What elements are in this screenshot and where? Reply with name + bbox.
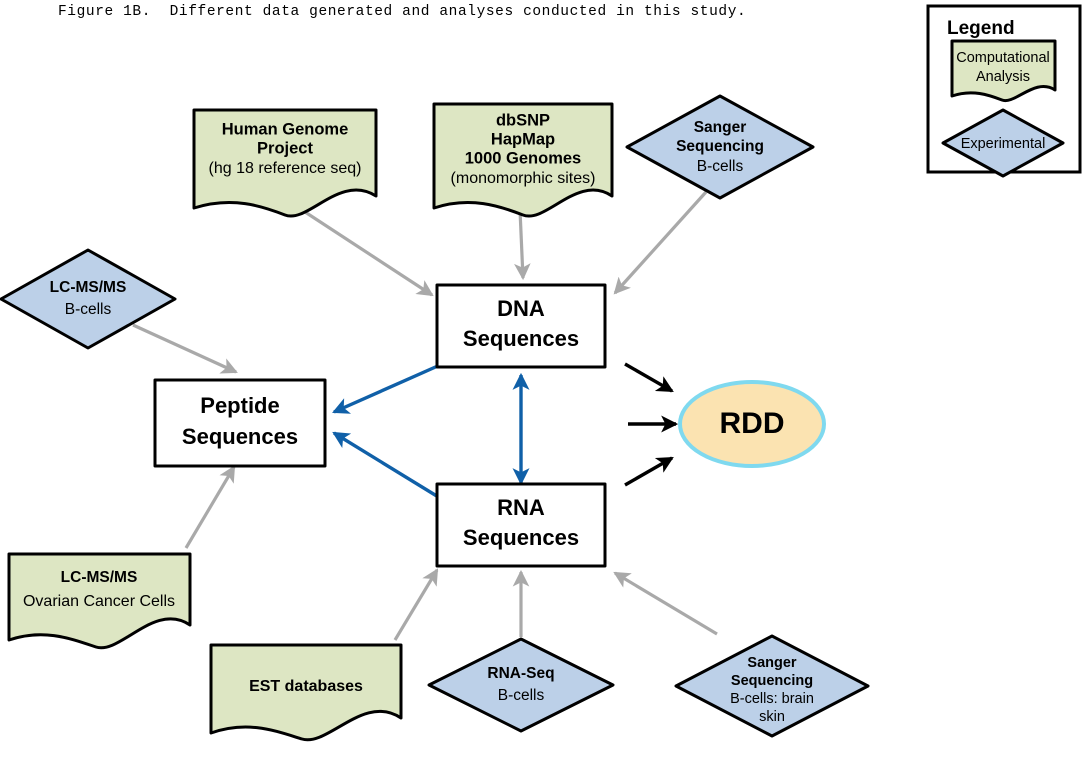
edge-lcmsms-ovarian-to-peptide <box>184 465 236 549</box>
legend: Legend Computational Analysis Experiment… <box>926 4 1082 178</box>
node-sanger-top-line-1: Sequencing <box>676 138 764 155</box>
node-sanger-top-line-0: Sanger <box>694 119 747 136</box>
node-rna-sequences-line-1: Sequences <box>463 525 579 550</box>
node-dbsnp-line-0: dbSNP <box>496 111 550 129</box>
node-peptide-sequences-line-0: Peptide <box>200 393 279 418</box>
edge-rna-to-peptide <box>332 431 441 500</box>
node-sanger-bottom-line-0: Sanger <box>747 655 797 671</box>
node-rna-seq-line-1: B-cells <box>498 687 545 704</box>
node-lcmsms-bcells-line-0: LC-MS/MS <box>50 279 127 296</box>
edge-layer <box>132 190 718 641</box>
edge-human-genome-to-dna <box>301 208 434 297</box>
node-lcmsms-ovarian-line-1: Ovarian Cancer Cells <box>23 593 175 610</box>
legend-item-experimental-label: Experimental <box>961 136 1046 152</box>
node-sanger-top-line-2: B-cells <box>697 158 744 175</box>
node-rna-sequences-line-0: RNA <box>497 495 545 520</box>
node-dna-sequences-line-0: DNA <box>497 296 545 321</box>
edge-dna-to-peptide <box>332 363 441 414</box>
node-lcmsms-bcells[interactable]: LC-MS/MS B-cells <box>0 248 177 350</box>
node-rdd[interactable]: RDD <box>678 380 826 468</box>
edge-est-to-rna <box>393 568 439 641</box>
node-lcmsms-ovarian-line-0: LC-MS/MS <box>61 569 138 586</box>
node-peptide-sequences-line-1: Sequences <box>182 424 298 449</box>
node-rna-sequences[interactable]: RNA Sequences <box>435 482 607 568</box>
node-rna-seq[interactable]: RNA-Seq B-cells <box>427 637 615 733</box>
node-est-databases[interactable]: EST databases <box>209 643 403 742</box>
node-est-databases-line-0: EST databases <box>249 678 363 695</box>
node-dna-sequences-line-1: Sequences <box>463 326 579 351</box>
edge-dna-to-rdd <box>624 362 674 393</box>
edge-sanger-top-to-dna <box>613 190 708 295</box>
legend-item-computational-line-0: Computational <box>956 50 1050 66</box>
node-lcmsms-ovarian[interactable]: LC-MS/MS Ovarian Cancer Cells <box>7 552 192 650</box>
node-sanger-bottom-line-1: Sequencing <box>731 673 813 689</box>
node-human-genome[interactable]: Human Genome Project (hg 18 reference se… <box>192 108 378 218</box>
node-dbsnp-line-1: HapMap <box>491 130 555 148</box>
node-dna-sequences[interactable]: DNA Sequences <box>435 283 607 369</box>
legend-item-computational: Computational Analysis <box>950 39 1057 103</box>
node-sanger-top[interactable]: Sanger Sequencing B-cells <box>625 94 815 200</box>
edge-rna-to-rdd <box>624 456 674 487</box>
figure-caption: Figure 1B. Different data generated and … <box>58 4 747 20</box>
node-sanger-bottom-line-2: B-cells: brain <box>730 691 814 707</box>
node-human-genome-line-2: (hg 18 reference seq) <box>209 160 362 177</box>
legend-item-computational-line-1: Analysis <box>976 69 1030 85</box>
edge-dbsnp-to-dna <box>514 209 531 281</box>
node-human-genome-line-1: Project <box>257 139 313 157</box>
node-dbsnp-line-3: (monomorphic sites) <box>451 170 596 187</box>
legend-title: Legend <box>947 18 1015 39</box>
node-rdd-label: RDD <box>720 407 785 440</box>
node-lcmsms-bcells-line-1: B-cells <box>65 301 112 318</box>
edge-sanger-bottom-to-rna <box>613 571 718 636</box>
node-sanger-bottom-line-3: skin <box>759 709 785 725</box>
node-human-genome-line-0: Human Genome <box>222 120 349 138</box>
edge-lcmsms-bcells-to-peptide <box>132 323 238 374</box>
node-peptide-sequences[interactable]: Peptide Sequences <box>153 378 327 468</box>
node-rna-seq-line-0: RNA-Seq <box>487 665 554 682</box>
legend-item-experimental: Experimental <box>941 108 1065 178</box>
node-dbsnp-line-2: 1000 Genomes <box>465 149 581 167</box>
node-dbsnp[interactable]: dbSNP HapMap 1000 Genomes (monomorphic s… <box>432 102 614 218</box>
node-sanger-bottom[interactable]: Sanger Sequencing B-cells: brain skin <box>674 634 870 738</box>
